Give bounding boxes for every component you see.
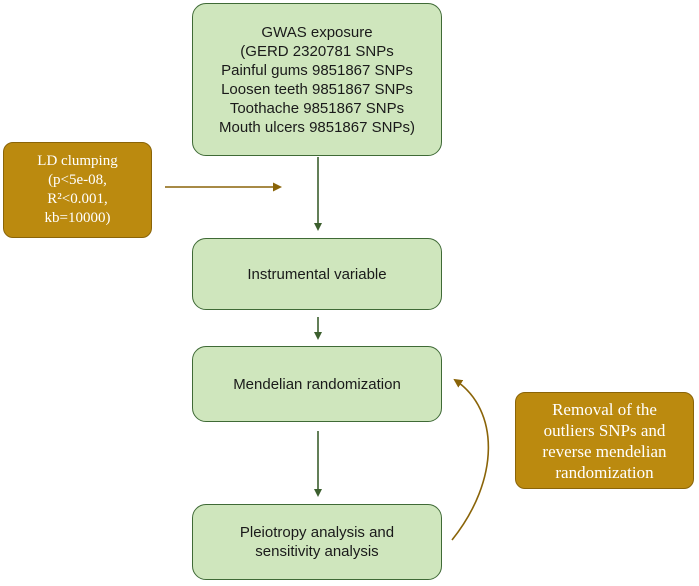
- pleiotropy-analysis-box: Pleiotropy analysis and sensitivity anal…: [192, 504, 442, 580]
- removal-line-1: Removal of the: [552, 399, 657, 419]
- ld-line-3: R²<0.001,: [47, 191, 108, 207]
- pleio-line-1: Pleiotropy analysis and: [239, 524, 395, 541]
- ld-line-4: kb=10000): [44, 210, 111, 226]
- ld-line-1: LD clumping: [37, 153, 118, 169]
- removal-line-2: outliers SNPs and: [543, 420, 666, 440]
- gwas-line-painful-gums: Painful gums 9851867 SNPs: [221, 61, 413, 79]
- gwas-line-loosen-teeth: Loosen teeth 9851867 SNPs: [221, 80, 413, 98]
- gwas-line-gerd: (GERD 2320781 SNPs: [240, 42, 394, 60]
- gwas-line-mouth-ulcers: Mouth ulcers 9851867 SNPs): [219, 118, 415, 136]
- arrow-feedback-to-mr: [451, 378, 490, 541]
- mr-label: Mendelian randomization: [233, 375, 401, 393]
- mendelian-randomization-box: Mendelian randomization: [192, 346, 442, 422]
- pleio-line-2: sensitivity analysis: [255, 543, 379, 560]
- removal-outliers-box: Removal of the outliers SNPs and reverse…: [515, 392, 694, 489]
- removal-line-3: reverse mendelian: [542, 441, 667, 461]
- removal-line-4: randomization: [555, 462, 654, 482]
- ld-line-2: (p<5e-08,: [48, 172, 107, 188]
- ld-clumping-box: LD clumping (p<5e-08, R²<0.001, kb=10000…: [3, 142, 152, 238]
- instrumental-variable-box: Instrumental variable: [192, 238, 442, 310]
- iv-label: Instrumental variable: [247, 265, 387, 283]
- gwas-exposure-box: GWAS exposure (GERD 2320781 SNPs Painful…: [192, 3, 442, 156]
- gwas-title: GWAS exposure: [261, 23, 373, 41]
- gwas-line-toothache: Toothache 9851867 SNPs: [229, 99, 405, 117]
